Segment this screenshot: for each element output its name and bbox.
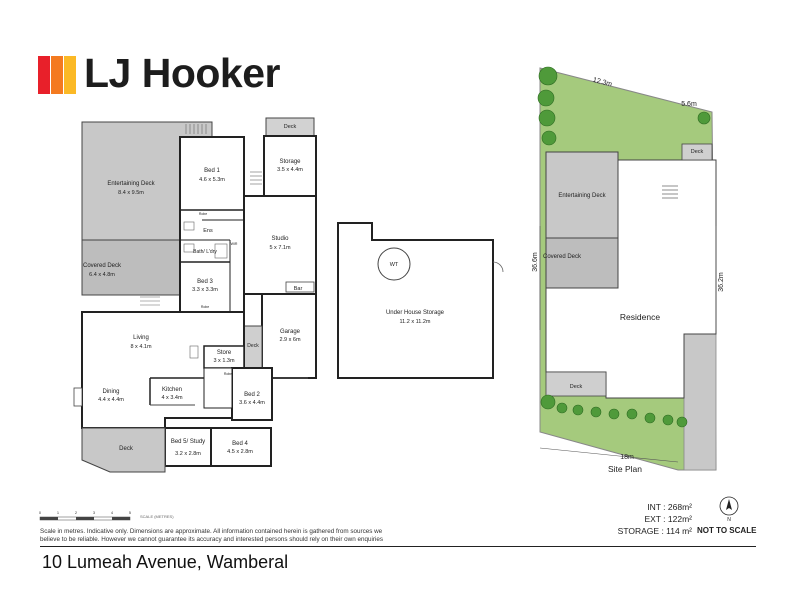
label-store: Store xyxy=(217,350,232,356)
bed2-room xyxy=(231,367,273,421)
scale-tick: 1 xyxy=(57,511,59,515)
label-robe-2: Robe xyxy=(201,305,209,309)
bedroom-wing xyxy=(179,136,245,313)
logo-stripe-orange xyxy=(51,56,63,94)
label-kitchen: Kitchen xyxy=(162,387,182,393)
label-bed2: Bed 2 xyxy=(244,392,260,398)
site-dim-bottom: 18m xyxy=(620,454,634,461)
label-covered-deck: Covered Deck xyxy=(83,263,122,269)
label-robe-3: Robe xyxy=(224,372,232,376)
size-bed4: 4.5 x 2.8m xyxy=(227,449,253,455)
label-bar: Bar xyxy=(294,286,303,292)
under-house-storage xyxy=(337,222,504,379)
site-deck-top xyxy=(681,143,713,161)
size-storage: 3.5 x 4.4m xyxy=(277,167,303,173)
label-bed3: Bed 3 xyxy=(197,279,213,285)
label-dining: Dining xyxy=(102,389,119,395)
bottom-deck xyxy=(81,427,166,473)
covered-deck-area xyxy=(81,239,181,296)
scale-tick: 5 xyxy=(129,511,131,515)
label-bed5: Bed 5/ Study xyxy=(171,439,205,445)
site-covered-deck xyxy=(545,237,619,289)
north-arrow-icon xyxy=(719,496,739,516)
scale-tick: 3 xyxy=(93,511,95,515)
site-plan-title: Site Plan xyxy=(608,464,642,474)
deck-stairs xyxy=(140,124,207,306)
scale-label: SCALE (METRES) xyxy=(140,514,174,519)
size-covered-deck: 6.4 x 4.8m xyxy=(89,272,115,278)
size-bed1: 4.6 x 5.3m xyxy=(199,177,225,183)
labels-layer: Entertaining Deck 8.4 x 9.5m Covered Dec… xyxy=(39,77,731,523)
label-bed4: Bed 4 xyxy=(232,441,248,447)
label-bed1: Bed 1 xyxy=(204,168,220,174)
storage-room xyxy=(263,135,317,197)
label-wt: WT xyxy=(390,262,399,268)
site-label-entertaining-deck: Entertaining Deck xyxy=(558,193,606,199)
garage-room xyxy=(261,293,317,379)
label-storage: Storage xyxy=(279,159,301,165)
stat-int: INT : 268m² xyxy=(647,502,692,512)
label-under-house: Under House Storage xyxy=(386,310,445,316)
not-to-scale-label: NOT TO SCALE xyxy=(697,526,757,535)
size-garage: 2.9 x 6m xyxy=(279,337,301,343)
scale-tick: 0 xyxy=(39,511,41,515)
bed4-room xyxy=(210,427,272,467)
logo-stripe-red xyxy=(38,56,50,94)
label-bath: Bath/ L'dry xyxy=(193,249,217,255)
area-stats: INT : 268m² EXT : 122m² STORAGE : 114 m² xyxy=(612,501,692,537)
studio-room xyxy=(243,195,317,295)
size-store: 3 x 1.3m xyxy=(213,358,235,364)
label-deck-side: Deck xyxy=(247,343,259,349)
label-wir: WIR xyxy=(231,242,238,246)
label-garage: Garage xyxy=(280,329,301,335)
floor-plan xyxy=(73,117,317,473)
label-living: Living xyxy=(133,335,149,341)
size-bed2: 3.6 x 4.4m xyxy=(239,400,265,406)
stat-storage: STORAGE : 114 m² xyxy=(617,526,692,536)
site-label-deck-top: Deck xyxy=(691,149,704,155)
size-bed3: 3.3 x 3.3m xyxy=(192,287,218,293)
label-studio: Studio xyxy=(271,236,289,242)
site-dim-top: 12.3m xyxy=(592,77,613,89)
disclaimer-text: Scale in metres. Indicative only. Dimens… xyxy=(40,528,384,543)
label-entertaining-deck: Entertaining Deck xyxy=(107,181,155,187)
label-robe-1: Robe xyxy=(199,212,207,216)
site-plan xyxy=(537,66,717,471)
bed5-room xyxy=(164,427,212,467)
north-label: N xyxy=(727,517,731,523)
scale-tick: 2 xyxy=(75,511,77,515)
site-dim-left: 36.6m xyxy=(532,252,539,272)
size-studio: 5 x 7.1m xyxy=(269,245,291,251)
size-bed5: 3.2 x 2.8m xyxy=(175,451,201,457)
site-entertaining-deck xyxy=(545,151,619,239)
label-ens: Ens xyxy=(203,228,213,234)
size-living: 8 x 4.1m xyxy=(130,344,152,350)
site-dim-right: 36.2m xyxy=(718,272,725,292)
site-deck-bottom xyxy=(545,371,607,397)
site-label-residence: Residence xyxy=(620,312,660,322)
scale-tick: 4 xyxy=(111,511,113,515)
dimension-lines xyxy=(539,226,717,463)
lj-hooker-logo-mark xyxy=(38,56,76,94)
footer-divider xyxy=(40,546,756,547)
site-dim-top-right: 5.6m xyxy=(681,101,697,108)
size-kitchen: 4 x 3.4m xyxy=(161,395,183,401)
scale-bar xyxy=(39,516,131,521)
label-deck-bottom: Deck xyxy=(119,446,134,452)
stat-ext: EXT : 122m² xyxy=(644,514,692,524)
side-deck xyxy=(243,325,263,373)
property-address: 10 Lumeah Avenue, Wamberal xyxy=(42,552,289,572)
bath-2 xyxy=(203,367,233,409)
brand-name: LJ Hooker xyxy=(84,50,281,96)
size-under-house: 11.2 x 11.2m xyxy=(400,319,431,325)
site-label-deck-bottom: Deck xyxy=(570,384,583,390)
logo-stripe-yellow xyxy=(64,56,76,94)
site-label-covered-deck: Covered Deck xyxy=(543,254,582,260)
size-entertaining-deck: 8.4 x 9.5m xyxy=(118,190,144,196)
label-deck-top: Deck xyxy=(284,124,297,130)
water-tank xyxy=(377,247,411,281)
size-dining: 4.4 x 4.4m xyxy=(98,397,124,403)
trees xyxy=(537,66,711,428)
